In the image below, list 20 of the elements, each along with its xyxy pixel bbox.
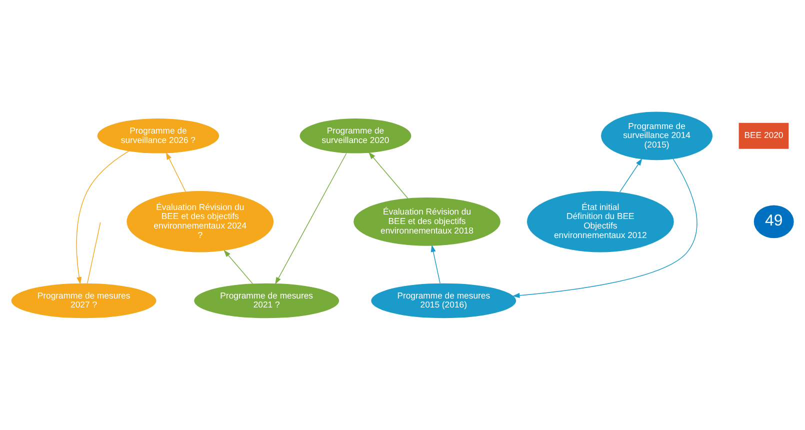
arrow	[368, 152, 408, 199]
node-ellipse: Programme de mesures 2021 ?	[194, 283, 340, 318]
node-ellipse: Programme de mesures 2015 (2016)	[371, 283, 516, 318]
arrow	[275, 152, 347, 284]
node-ellipse: Évaluation Révision du BEE et des objectifs environnementaux 2018	[354, 197, 500, 246]
arrow	[430, 244, 440, 284]
node-ellipse: État initial Définition du BEE Objectifs environnementaux 2012	[526, 191, 674, 252]
arrow	[619, 158, 642, 192]
arrow	[166, 152, 186, 192]
connector	[86, 222, 101, 284]
node-ellipse: Programme de surveillance 2020	[300, 118, 412, 154]
node-ellipse: Programme de mesures 2027 ?	[11, 283, 156, 318]
node-ellipse: Programme de surveillance 2014 (2015)	[601, 112, 713, 160]
arrow	[512, 158, 698, 298]
node-ellipse: 49	[754, 205, 794, 238]
arrow	[76, 150, 130, 284]
node-box: BEE 2020	[738, 122, 789, 149]
node-ellipse: Évaluation Révision du BEE et des objectifs environnementaux 2024 ?	[126, 191, 274, 252]
arrow	[224, 250, 253, 284]
node-ellipse: Programme de surveillance 2026 ?	[97, 118, 220, 154]
